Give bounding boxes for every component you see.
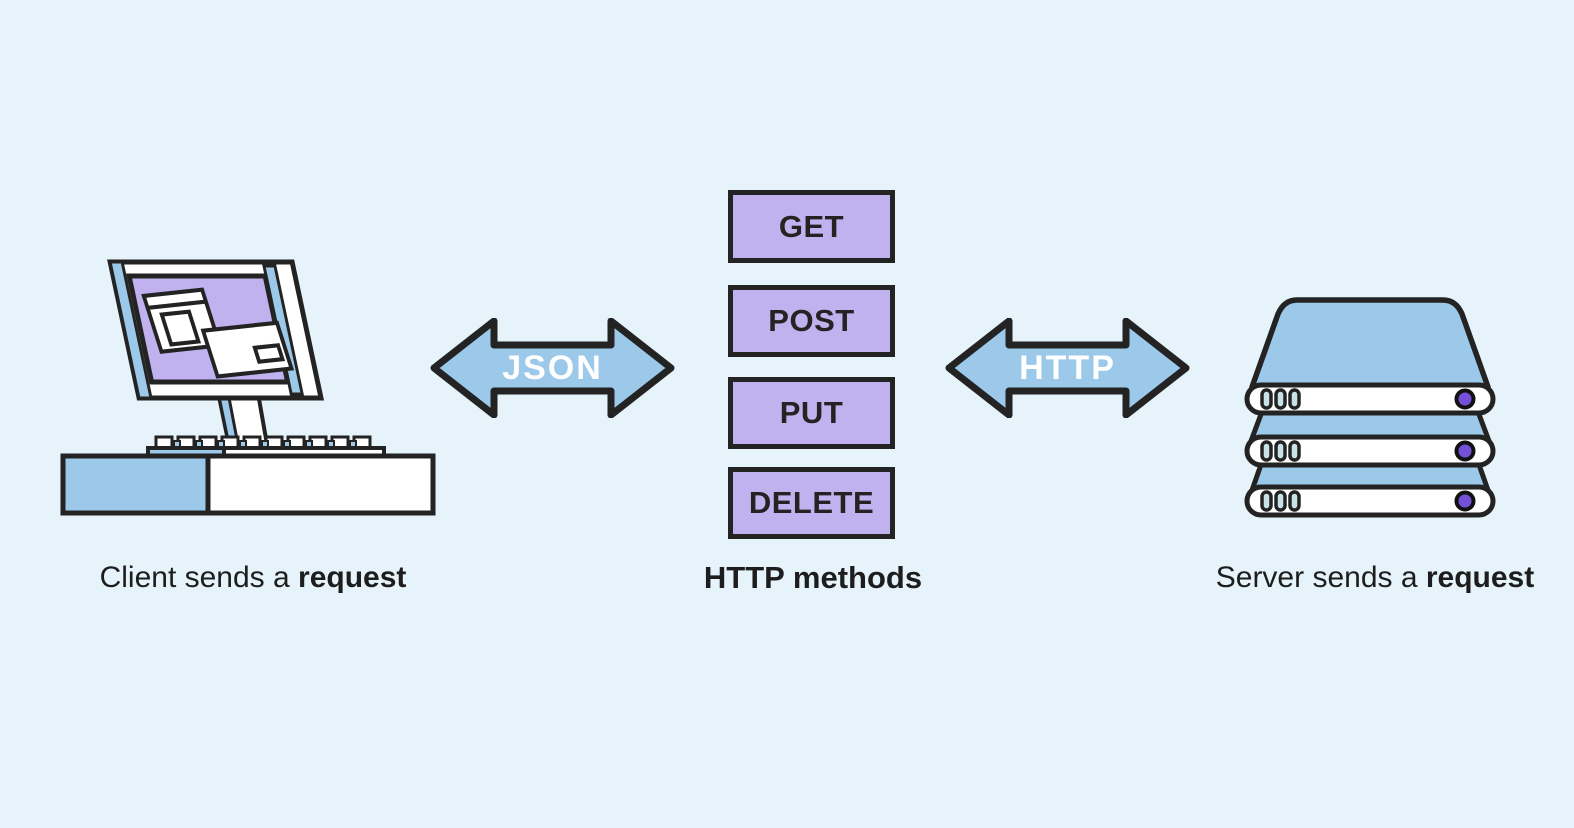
double-arrow-icon — [945, 318, 1190, 418]
vent-slot-icon — [1274, 388, 1287, 410]
server-caption: Server sends a request — [1185, 560, 1565, 596]
led-icon — [1454, 490, 1476, 512]
client-caption-bold: request — [298, 561, 407, 594]
server-caption-bold: request — [1425, 561, 1535, 594]
server-unit — [1244, 382, 1496, 416]
http-arrow-label: HTTP — [1019, 348, 1116, 387]
vent-slot-icon — [1288, 490, 1301, 512]
double-arrow-icon — [430, 318, 675, 418]
client-caption-text: Client sends a — [99, 561, 299, 594]
method-box-delete: DELETE — [728, 467, 895, 539]
json-arrow: JSON — [430, 318, 675, 418]
method-box-get: GET — [728, 190, 895, 263]
server-unit — [1244, 434, 1496, 468]
client-computer-icon — [60, 259, 436, 516]
vent-slot-icon — [1288, 440, 1301, 462]
vent-slot-icon — [1274, 490, 1287, 512]
server-caption-text: Server sends a — [1215, 561, 1426, 594]
monitor-icon — [107, 259, 325, 401]
json-arrow-label: JSON — [502, 348, 603, 387]
method-box-post: POST — [728, 285, 895, 357]
led-icon — [1454, 388, 1476, 410]
computer-base-icon — [60, 453, 436, 516]
method-box-put: PUT — [728, 377, 895, 449]
server-stack-icon — [1244, 297, 1496, 518]
server-unit — [1244, 484, 1496, 518]
screen-windows-icon — [141, 287, 295, 379]
server-top-icon — [1249, 297, 1491, 390]
client-caption: Client sends a request — [58, 560, 448, 596]
vent-slot-icon — [1274, 440, 1287, 462]
vent-slot-icon — [1288, 388, 1301, 410]
vent-slot-icon — [1260, 490, 1273, 512]
http-arrow: HTTP — [945, 318, 1190, 418]
vent-slot-icon — [1260, 388, 1273, 410]
led-icon — [1454, 440, 1476, 462]
vent-slot-icon — [1260, 440, 1273, 462]
methods-caption: HTTP methods — [703, 560, 923, 595]
